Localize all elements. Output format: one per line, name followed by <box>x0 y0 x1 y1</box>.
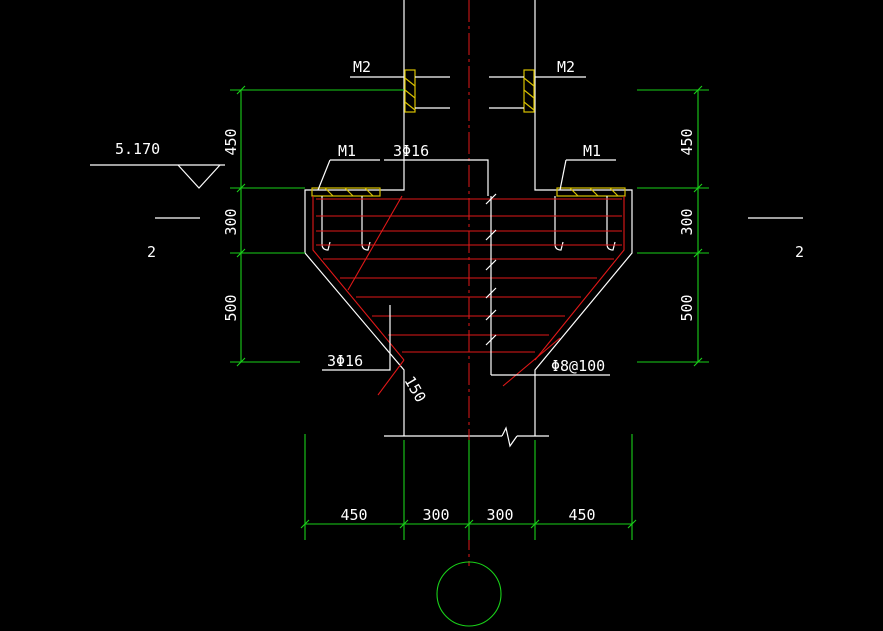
embedded-plate-m1-right <box>556 187 626 197</box>
right-dim-2: 300 <box>678 208 696 235</box>
embedded-plate-m1-left <box>311 187 381 197</box>
m1-right-label: M1 <box>583 142 601 160</box>
offset-150-label: 150 <box>401 373 430 405</box>
left-dim-1: 450 <box>222 128 240 155</box>
stirrup-ticks <box>485 193 497 375</box>
bottom-dim-4: 450 <box>568 506 595 524</box>
column-outline <box>304 0 633 448</box>
m2-right-label: M2 <box>557 58 575 76</box>
section-mark-right: 2 <box>795 243 804 261</box>
leader-lines <box>90 76 803 376</box>
axis-bubble <box>436 561 502 627</box>
dimension-lines <box>230 85 709 540</box>
m1-left-label: M1 <box>338 142 356 160</box>
section-mark-left: 2 <box>147 243 156 261</box>
bottom-dim-2: 300 <box>422 506 449 524</box>
bottom-bars-label: 3Φ16 <box>327 352 363 370</box>
bottom-dim-3: 300 <box>486 506 513 524</box>
stirrups-label: Φ8@100 <box>551 357 605 375</box>
rebar <box>312 195 625 396</box>
bottom-dim-1: 450 <box>340 506 367 524</box>
left-dim-3: 500 <box>222 294 240 321</box>
embedded-plate-m2-left <box>404 69 450 113</box>
right-dim-3: 500 <box>678 294 696 321</box>
left-dim-2: 300 <box>222 208 240 235</box>
top-bars-label: 3Φ16 <box>393 142 429 160</box>
m2-left-label: M2 <box>353 58 371 76</box>
anchor-bars <box>321 196 616 251</box>
embedded-plate-m2-right <box>489 69 535 113</box>
elevation-label: 5.170 <box>115 140 160 158</box>
right-dim-1: 450 <box>678 128 696 155</box>
